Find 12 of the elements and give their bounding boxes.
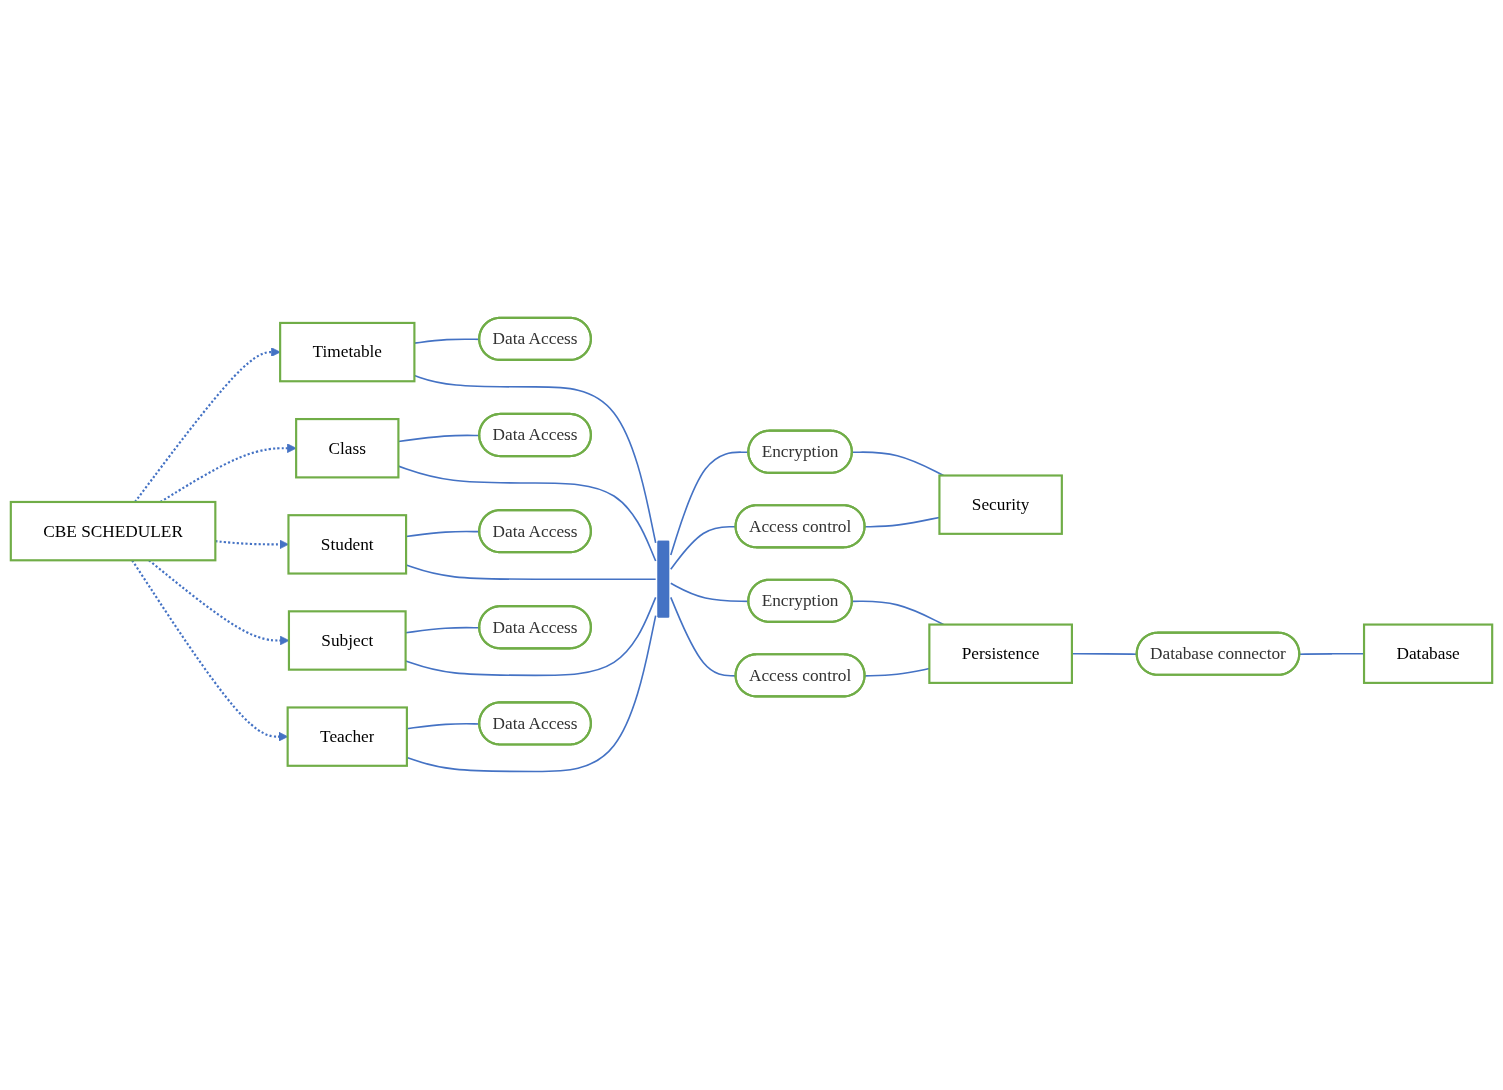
node-box: Subject [287, 610, 407, 672]
connector [406, 615, 657, 773]
node-box: Database [1362, 623, 1494, 685]
node-box: Class [295, 418, 400, 479]
node-box: Persistence [928, 623, 1073, 685]
arrow [134, 347, 281, 503]
node-box: Security [938, 474, 1063, 536]
node-box: Teacher [286, 706, 408, 768]
node-box: CBE SCHEDULER [9, 501, 217, 562]
node-box: Student [287, 514, 408, 575]
node-box: Timetable [279, 322, 416, 383]
arrow [131, 560, 289, 742]
